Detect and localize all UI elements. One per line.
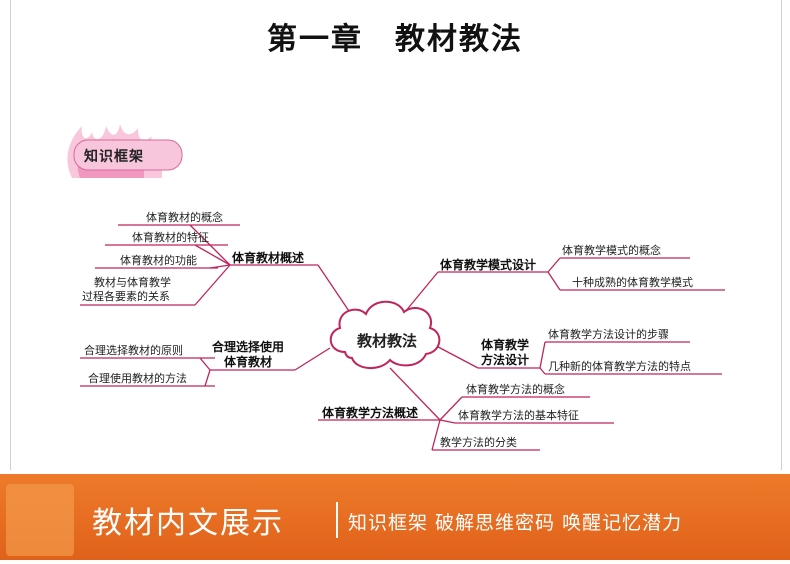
- leaf-label: 体育教材的功能: [120, 254, 197, 267]
- banner-tab-decoration: [6, 484, 74, 556]
- branch-label: 体育教材: [224, 355, 273, 369]
- branch-label: 体育教材概述: [232, 251, 305, 265]
- leaf-label: 体育教材的特征: [132, 231, 209, 244]
- banner-divider: [336, 502, 338, 538]
- branch-connector: [194, 264, 231, 306]
- branch-label: 体育教学: [481, 338, 530, 352]
- leaf-label: 教材与体育教学: [94, 276, 171, 289]
- branch-label: 体育教学方法概述: [322, 406, 419, 420]
- leaf-label: 教学方法的分类: [440, 436, 517, 449]
- branch-connector: [439, 396, 463, 421]
- leaf-label: 体育教学方法的概念: [466, 383, 565, 396]
- leaf-label: 合理使用教材的方法: [88, 372, 187, 385]
- leaf-label: 体育教学方法设计的步骤: [548, 328, 669, 341]
- branch-connector: [539, 367, 546, 375]
- leaf-label: 过程各要素的关系: [82, 290, 170, 303]
- banner-sub-text: 知识框架 破解思维密码 唤醒记忆潜力: [348, 512, 683, 534]
- branch-connector: [539, 341, 546, 369]
- page-title: 第一章 教材教法: [267, 22, 523, 57]
- branch-connector: [547, 257, 561, 273]
- mindmap-diagram: [80, 224, 725, 451]
- branch-connector: [547, 271, 561, 291]
- branch-connector: [204, 369, 211, 387]
- leaf-label: 合理选择教材的原则: [84, 344, 183, 357]
- branch-connector: [431, 419, 441, 451]
- leaf-label: 体育教材的概念: [146, 211, 223, 224]
- leaf-label: 十种成熟的体育教学模式: [572, 276, 693, 289]
- page-frame: [10, 0, 782, 470]
- branch-line: [389, 367, 441, 421]
- branch-label: 体育教学模式设计: [440, 258, 537, 272]
- leaf-label: 体育教学模式的概念: [562, 244, 661, 257]
- section-badge-label: 知识框架: [84, 149, 144, 165]
- flame-badge-icon: [67, 124, 183, 178]
- branch-label: 方法设计: [481, 353, 530, 367]
- banner-main-text: 教材内文展示: [92, 506, 284, 541]
- leaf-label: 体育教学方法的基本特征: [458, 409, 579, 422]
- leaf-label: 几种新的体育教学方法的特点: [548, 360, 691, 373]
- branch-line: [294, 347, 331, 371]
- center-cloud-shape: [329, 300, 441, 369]
- branch-connector: [439, 419, 456, 424]
- banner-bar: 教材内文展示 知识框架 破解思维密码 唤醒记忆潜力: [0, 474, 790, 560]
- center-node-label: 教材教法: [356, 332, 417, 350]
- promo-banner: 教材内文展示 知识框架 破解思维密码 唤醒记忆潜力: [0, 470, 790, 564]
- branch-label: 合理选择使用: [212, 340, 285, 354]
- branch-connector: [194, 244, 231, 266]
- branch-connector: [199, 357, 211, 371]
